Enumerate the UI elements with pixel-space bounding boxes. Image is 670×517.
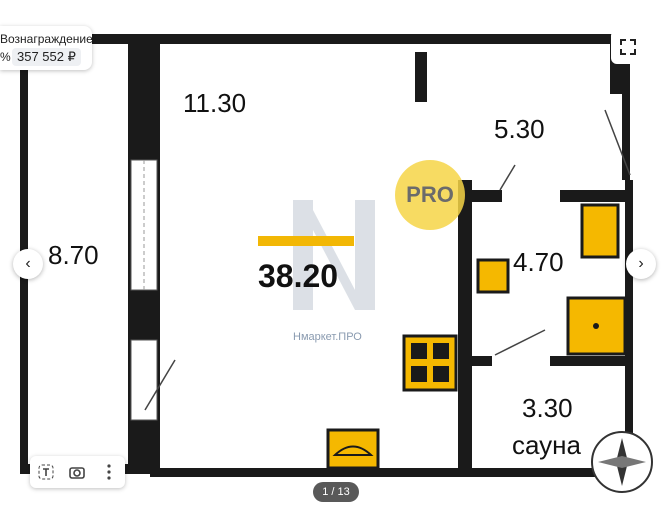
expand-icon: [620, 39, 636, 55]
text-recognition-button[interactable]: [34, 460, 58, 484]
fee-percent: %: [0, 50, 11, 64]
image-toolbar: [30, 456, 125, 488]
fullscreen-button[interactable]: [611, 30, 645, 64]
fee-title: Вознаграждение: [0, 32, 93, 46]
more-options-button[interactable]: [97, 460, 121, 484]
prev-image-button[interactable]: ‹: [13, 249, 43, 279]
gallery-counter: 1 / 13: [313, 482, 359, 502]
agent-fee-box[interactable]: Вознаграждение % 357 552 ₽: [0, 26, 93, 70]
room-area-sauna: 3.30: [522, 393, 573, 423]
room-area-main: 11.30: [183, 88, 247, 118]
more-icon: [107, 464, 111, 480]
room-name-sauna: сауна: [512, 430, 581, 460]
total-area: 38.20: [258, 258, 339, 294]
next-image-button[interactable]: ›: [626, 249, 656, 279]
fee-amount: 357 552 ₽: [12, 48, 81, 66]
watermark-text: Нмаркет.ПРО: [293, 331, 362, 343]
arrow-left-icon: ‹: [25, 255, 31, 272]
pro-badge: PRO: [395, 160, 465, 230]
camera-icon: [69, 467, 86, 479]
arrow-right-icon: ›: [638, 255, 644, 272]
room-area-bath: 4.70: [513, 247, 564, 277]
image-search-button[interactable]: [65, 460, 89, 484]
text-icon: [38, 464, 54, 480]
room-area-hall: 5.30: [494, 114, 545, 144]
room-area-loggia: 8.70: [48, 240, 99, 270]
compass-icon: [592, 432, 652, 492]
